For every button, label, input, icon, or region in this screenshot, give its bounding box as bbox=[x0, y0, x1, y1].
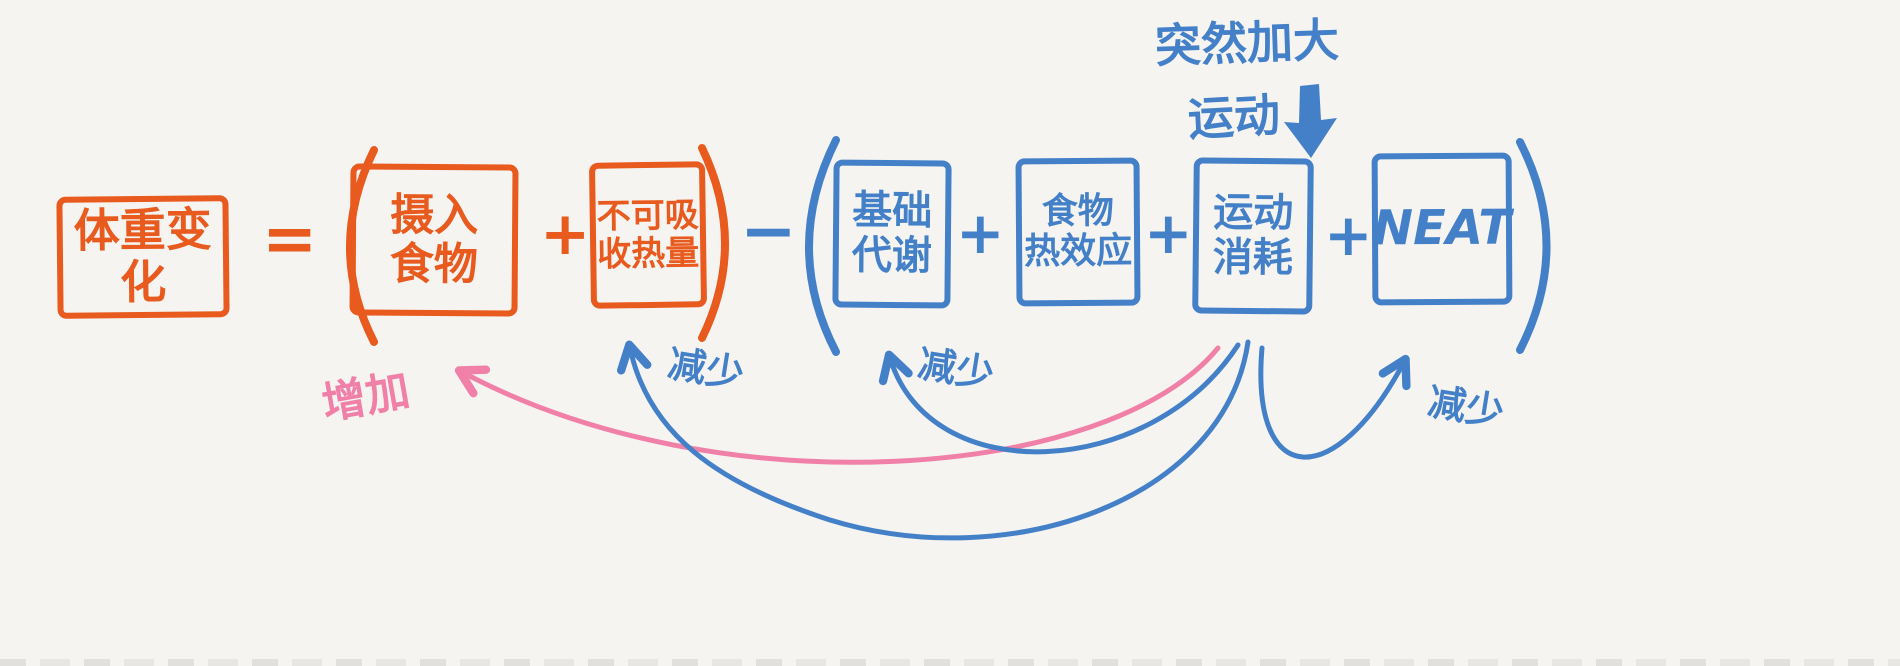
food-intake-line1: 摄入 bbox=[389, 189, 479, 242]
unabsorbed-line2: 收热量 bbox=[596, 233, 700, 275]
plus-sign-orange: + bbox=[540, 199, 591, 269]
neat-box: NEAT bbox=[1371, 152, 1513, 306]
basal-line1: 基础 bbox=[851, 187, 933, 235]
open-paren-orange bbox=[346, 146, 378, 346]
open-paren-blue bbox=[805, 136, 840, 356]
minus-sign: − bbox=[740, 192, 797, 271]
top-note-line1: 突然加大 bbox=[1154, 12, 1340, 74]
exercise-line2: 消耗 bbox=[1212, 234, 1294, 282]
food-intake-box: 摄入 食物 bbox=[349, 163, 519, 317]
plus-sign-blue-3: + bbox=[1324, 201, 1373, 269]
close-paren-orange bbox=[698, 144, 729, 342]
down-arrow-icon bbox=[1284, 84, 1337, 158]
close-paren-blue bbox=[1516, 138, 1551, 354]
basal-line2: 代谢 bbox=[851, 232, 933, 280]
decrease-label-neat: 减少 bbox=[1425, 379, 1507, 435]
thermic-effect-box: 食物 热效应 bbox=[1015, 157, 1141, 307]
exercise-expenditure-box: 运动 消耗 bbox=[1192, 157, 1314, 315]
bottom-edge-artifact bbox=[0, 659, 1900, 666]
thermic-line1: 食物 bbox=[1041, 190, 1114, 232]
decrease-unabsorbed-arrow bbox=[617, 339, 1251, 541]
unabsorbed-line1: 不可吸 bbox=[596, 195, 700, 237]
neat-label: NEAT bbox=[1372, 199, 1512, 257]
unabsorbed-calories-box: 不可吸 收热量 bbox=[588, 161, 708, 309]
decrease-label-unabsorbed: 减少 bbox=[665, 341, 747, 397]
plus-sign-blue-2: + bbox=[1144, 199, 1193, 267]
exercise-line1: 运动 bbox=[1213, 189, 1294, 237]
basal-metabolism-box: 基础 代谢 bbox=[832, 159, 952, 309]
weight-change-label: 体重变化 bbox=[73, 202, 213, 310]
decrease-neat-arrow bbox=[1258, 345, 1411, 460]
plus-sign-blue-1: + bbox=[956, 199, 1005, 267]
increase-intake-arrow bbox=[454, 345, 1221, 465]
decrease-basal-arrow bbox=[878, 342, 1241, 455]
food-intake-line2: 食物 bbox=[389, 238, 479, 291]
weight-change-box: 体重变化 bbox=[56, 195, 230, 319]
equals-sign: = bbox=[262, 200, 318, 277]
top-note-line2: 运动 bbox=[1186, 87, 1282, 147]
decrease-label-basal: 减少 bbox=[915, 341, 997, 397]
thermic-line2: 热效应 bbox=[1023, 230, 1133, 273]
